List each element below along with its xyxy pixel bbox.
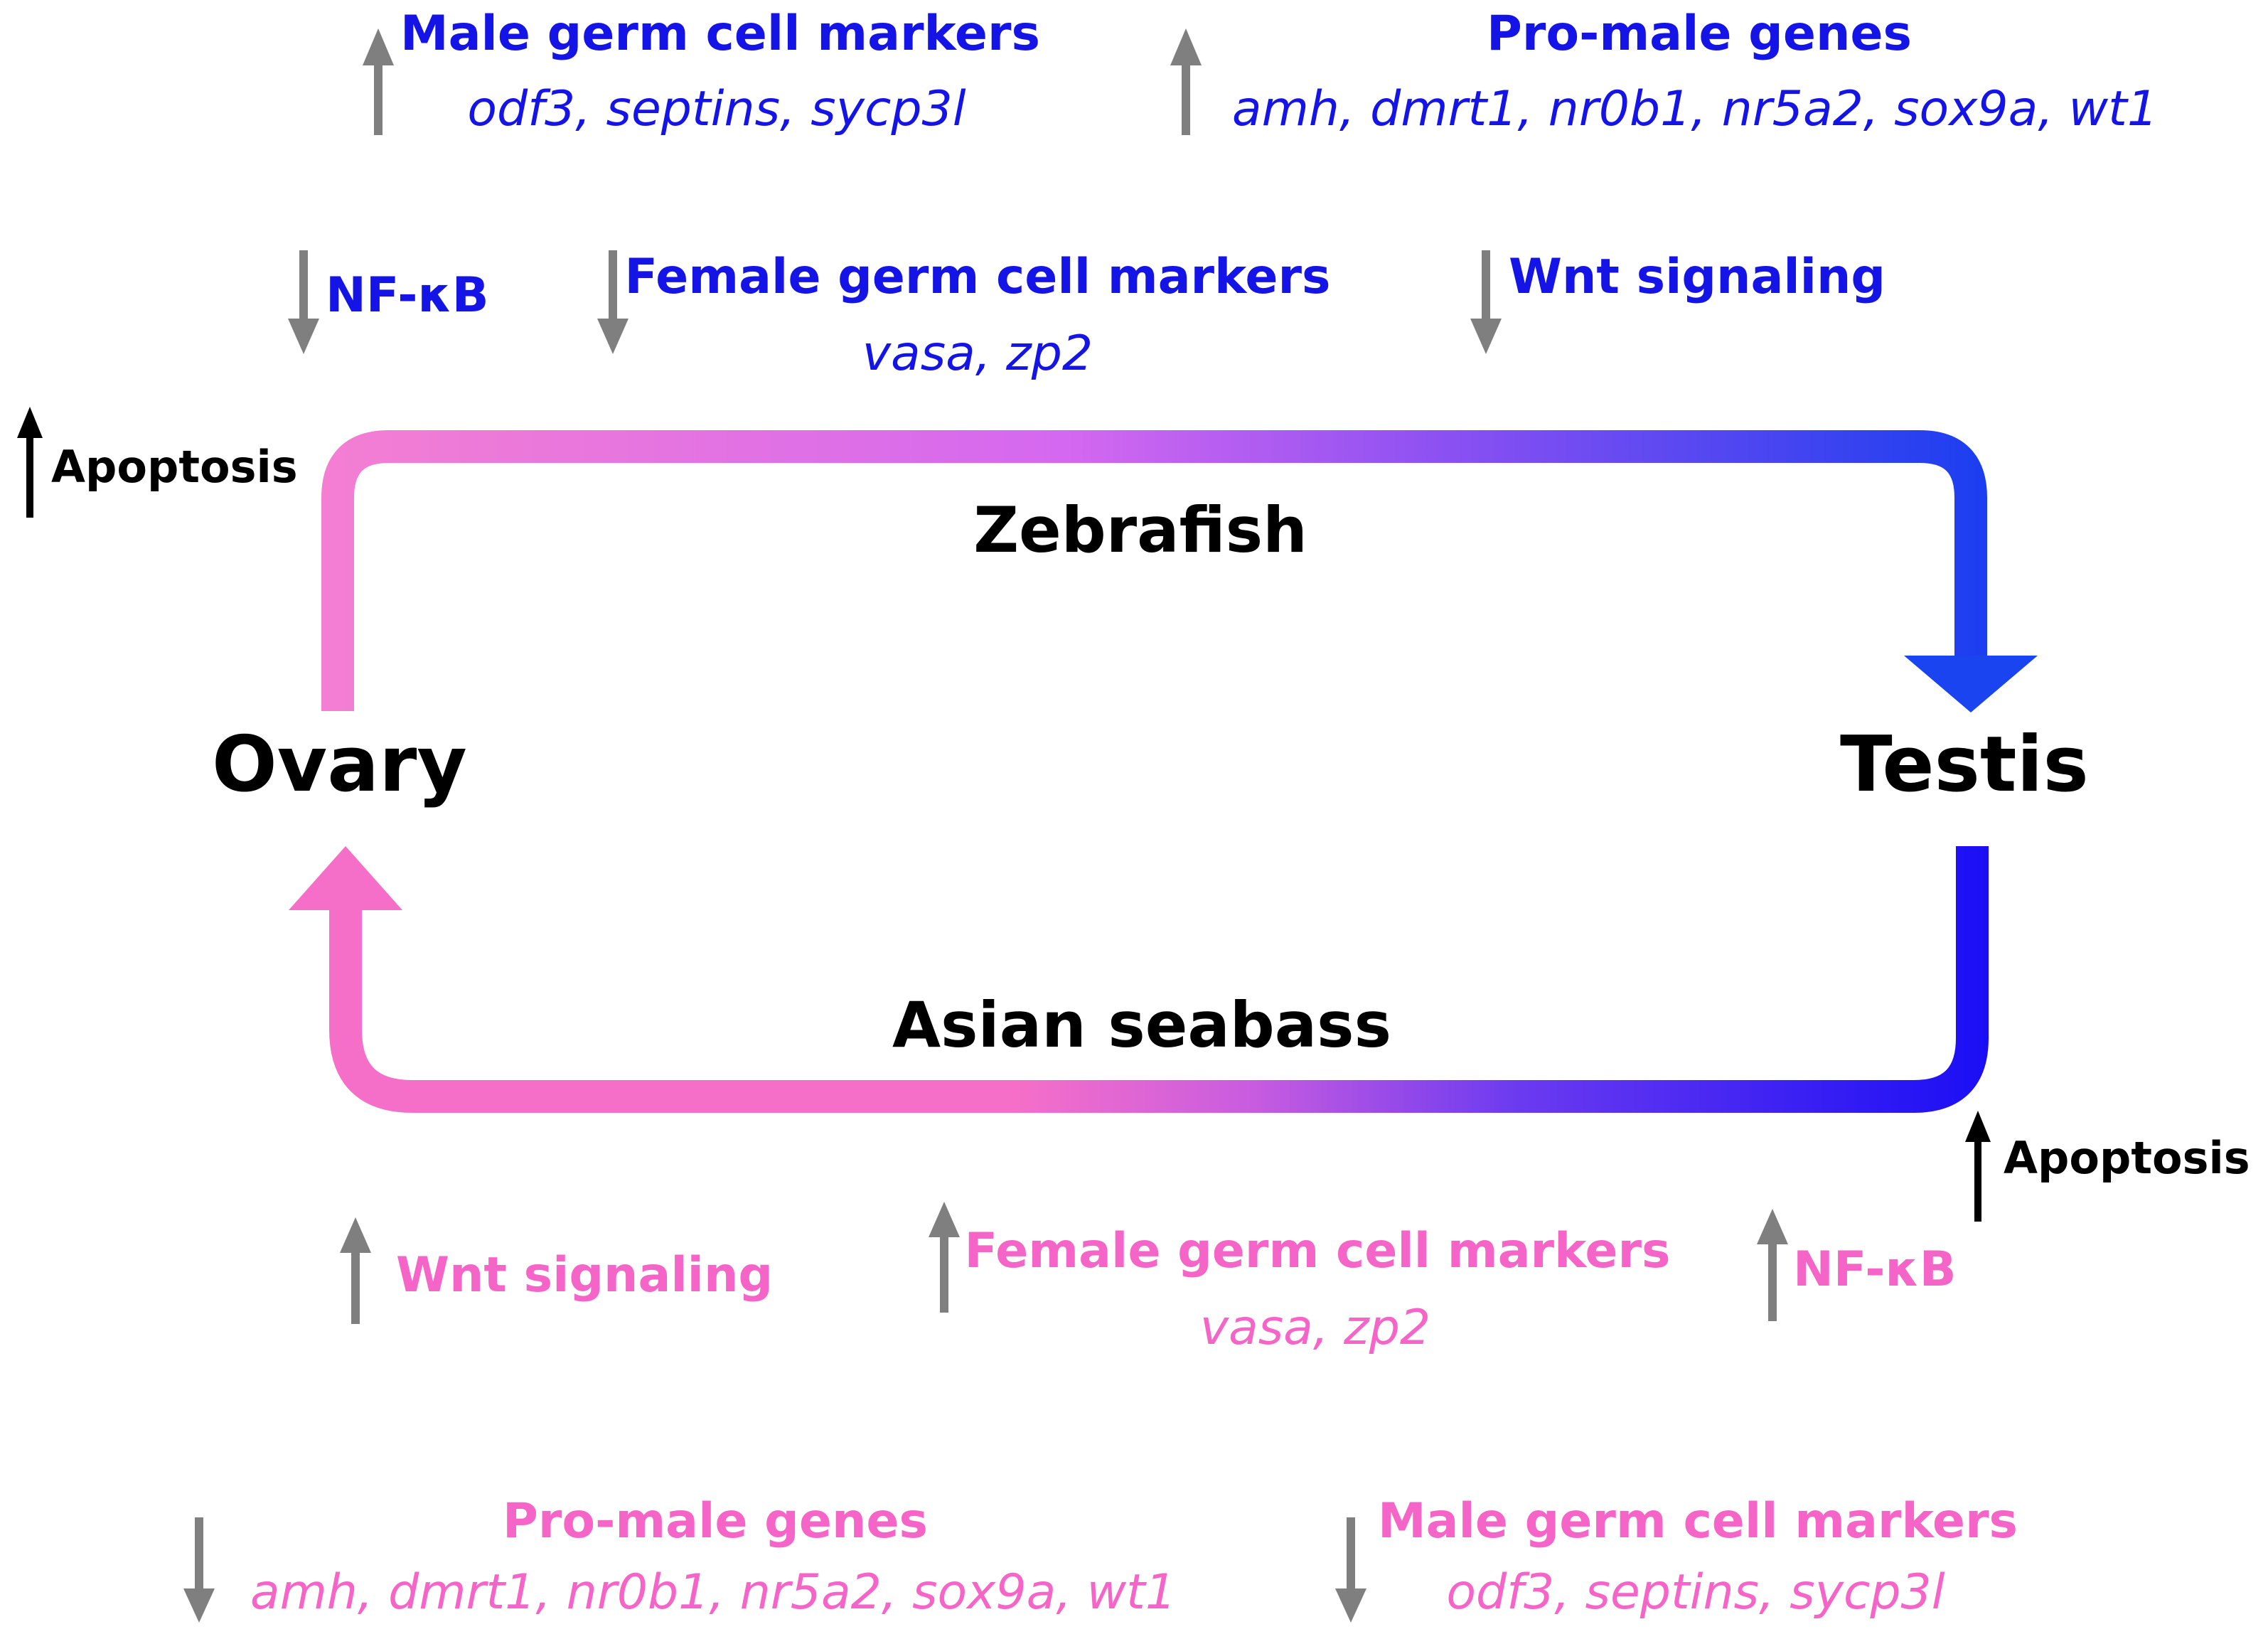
asian-seabass-path-arrow bbox=[329, 846, 1989, 1113]
male-germ-cell-markers-genes: odf3, septins, sycp3l bbox=[467, 81, 966, 137]
arrow-up-icon bbox=[929, 1202, 960, 1313]
pro-male-genes-title: Pro-male genes bbox=[503, 1493, 928, 1549]
wnt-signaling-label: Wnt signaling bbox=[1509, 249, 1886, 305]
female-germ-cell-markers-title: Female germ cell markers bbox=[964, 1223, 1671, 1279]
arrow-down-icon bbox=[1470, 250, 1502, 354]
male-germ-cell-markers-title: Male germ cell markers bbox=[400, 6, 1041, 62]
zebrafish-arrowhead bbox=[1904, 656, 2038, 712]
arrow-down-icon bbox=[288, 250, 319, 354]
male-germ-cell-markers-genes: odf3, septins, sycp3l bbox=[1446, 1564, 1945, 1620]
arrow-up-icon bbox=[1965, 1111, 1991, 1222]
asian-seabass-species-label: Asian seabass bbox=[892, 988, 1391, 1062]
apoptosis-label: Apoptosis bbox=[51, 441, 298, 493]
female-germ-cell-markers-genes: vasa, zp2 bbox=[862, 326, 1093, 382]
apoptosis-label: Apoptosis bbox=[2004, 1132, 2250, 1184]
nf-kb-label: NF-κB bbox=[1793, 1241, 1957, 1298]
female-germ-cell-markers-genes: vasa, zp2 bbox=[1199, 1300, 1431, 1356]
pro-male-genes-title: Pro-male genes bbox=[1487, 6, 1912, 62]
nf-kb-label: NF-κB bbox=[326, 267, 489, 324]
wnt-signaling-label: Wnt signaling bbox=[396, 1247, 774, 1303]
zebrafish-species-label: Zebrafish bbox=[973, 493, 1307, 567]
pro-male-genes-list: amh, dmrt1, nr0b1, nr5a2, sox9a, wt1 bbox=[1231, 81, 2159, 137]
arrow-down-icon bbox=[183, 1517, 215, 1623]
testis-node-label: Testis bbox=[1840, 720, 2089, 809]
male-germ-cell-markers-title: Male germ cell markers bbox=[1377, 1493, 2018, 1549]
female-germ-cell-markers-title: Female germ cell markers bbox=[624, 249, 1331, 305]
arrow-down-icon bbox=[597, 250, 628, 354]
arrow-up-icon bbox=[1170, 28, 1202, 135]
arrow-up-icon bbox=[17, 407, 43, 518]
pro-male-genes-list: amh, dmrt1, nr0b1, nr5a2, sox9a, wt1 bbox=[250, 1564, 1177, 1620]
arrow-up-icon bbox=[1757, 1209, 1788, 1321]
ovary-node-label: Ovary bbox=[212, 720, 467, 809]
arrow-up-icon bbox=[363, 28, 394, 135]
arrow-down-icon bbox=[1335, 1517, 1366, 1623]
arrow-up-icon bbox=[340, 1217, 371, 1324]
zebrafish-path-arrow bbox=[321, 430, 1987, 711]
asian-seabass-arrowhead bbox=[289, 846, 402, 910]
